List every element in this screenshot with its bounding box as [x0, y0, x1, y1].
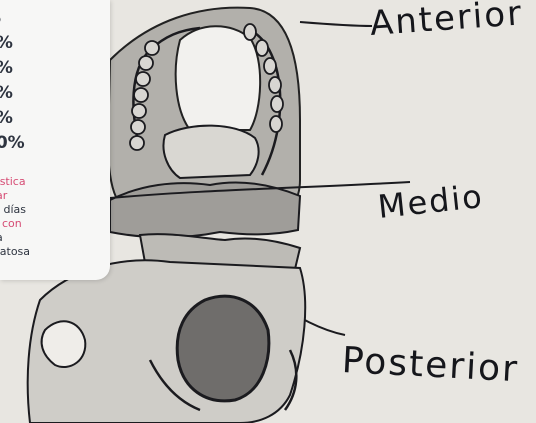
- tooth: [130, 136, 144, 150]
- tooth: [145, 41, 159, 55]
- note-line: luar: [0, 190, 7, 202]
- tooth: [136, 72, 150, 86]
- tooth: [134, 88, 148, 102]
- tooth: [256, 40, 268, 56]
- tooth: [271, 96, 283, 112]
- stat-percentage: 7%: [0, 108, 13, 128]
- stat-percentage: 3%: [0, 33, 13, 53]
- tooth: [269, 77, 281, 93]
- note-line: nóstica: [0, 176, 26, 188]
- palate-bone: [163, 126, 258, 178]
- tooth: [132, 104, 146, 118]
- tooth: [244, 24, 256, 40]
- tooth: [264, 58, 276, 74]
- nasal-cavity: [176, 26, 260, 130]
- tooth: [131, 120, 145, 134]
- foramen-magnum: [177, 296, 269, 401]
- overlay-stats-card: % 3% 6% 2% 7% 00% nóstica luar 30 días e…: [0, 0, 110, 280]
- stat-percentage: %: [0, 8, 1, 28]
- tooth: [270, 116, 282, 132]
- stat-percentage: 2%: [0, 83, 13, 103]
- note-line: gia: [0, 232, 3, 244]
- tooth: [139, 56, 153, 70]
- note-line: es con: [0, 218, 22, 230]
- note-line: imatosa: [0, 246, 30, 258]
- stat-percentage: 00%: [0, 133, 25, 153]
- note-line: 30 días: [0, 204, 26, 216]
- stat-percentage: 6%: [0, 58, 13, 78]
